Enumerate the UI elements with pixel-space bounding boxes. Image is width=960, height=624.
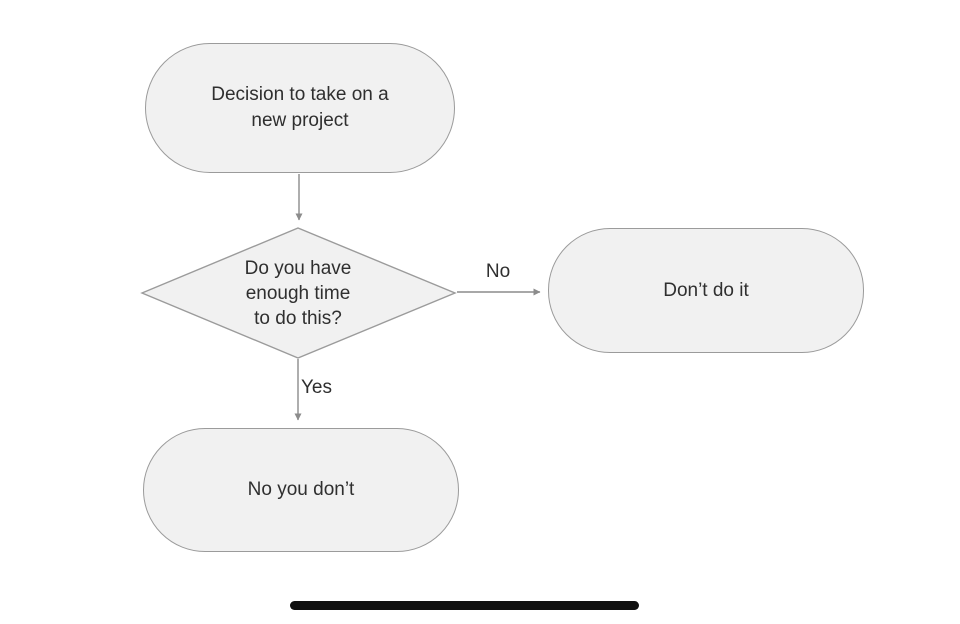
node-start-label-line1: Decision to take on a (211, 84, 389, 105)
node-start-label: Decision to take on a new project (211, 82, 388, 134)
edge-label-yes: Yes (301, 377, 332, 398)
node-dont-do-it: Don’t do it (548, 228, 864, 353)
node-no-you-dont: No you don’t (143, 428, 459, 552)
node-decision-label-line3: to do this? (254, 308, 342, 329)
node-dont-do-it-label: Don’t do it (663, 279, 749, 301)
edge-label-no: No (485, 261, 511, 282)
node-decision-label-line2: enough time (245, 283, 351, 304)
node-no-you-dont-label: No you don’t (247, 479, 355, 500)
node-start: Decision to take on a new project (145, 43, 455, 173)
node-start-label-line2: new project (251, 110, 349, 131)
home-indicator-bar (290, 601, 639, 610)
node-decision-label-line1: Do you have (244, 258, 352, 279)
decision-diamond-shape (140, 227, 457, 359)
node-decision-label: Do you have enough time to do this? (198, 256, 398, 331)
